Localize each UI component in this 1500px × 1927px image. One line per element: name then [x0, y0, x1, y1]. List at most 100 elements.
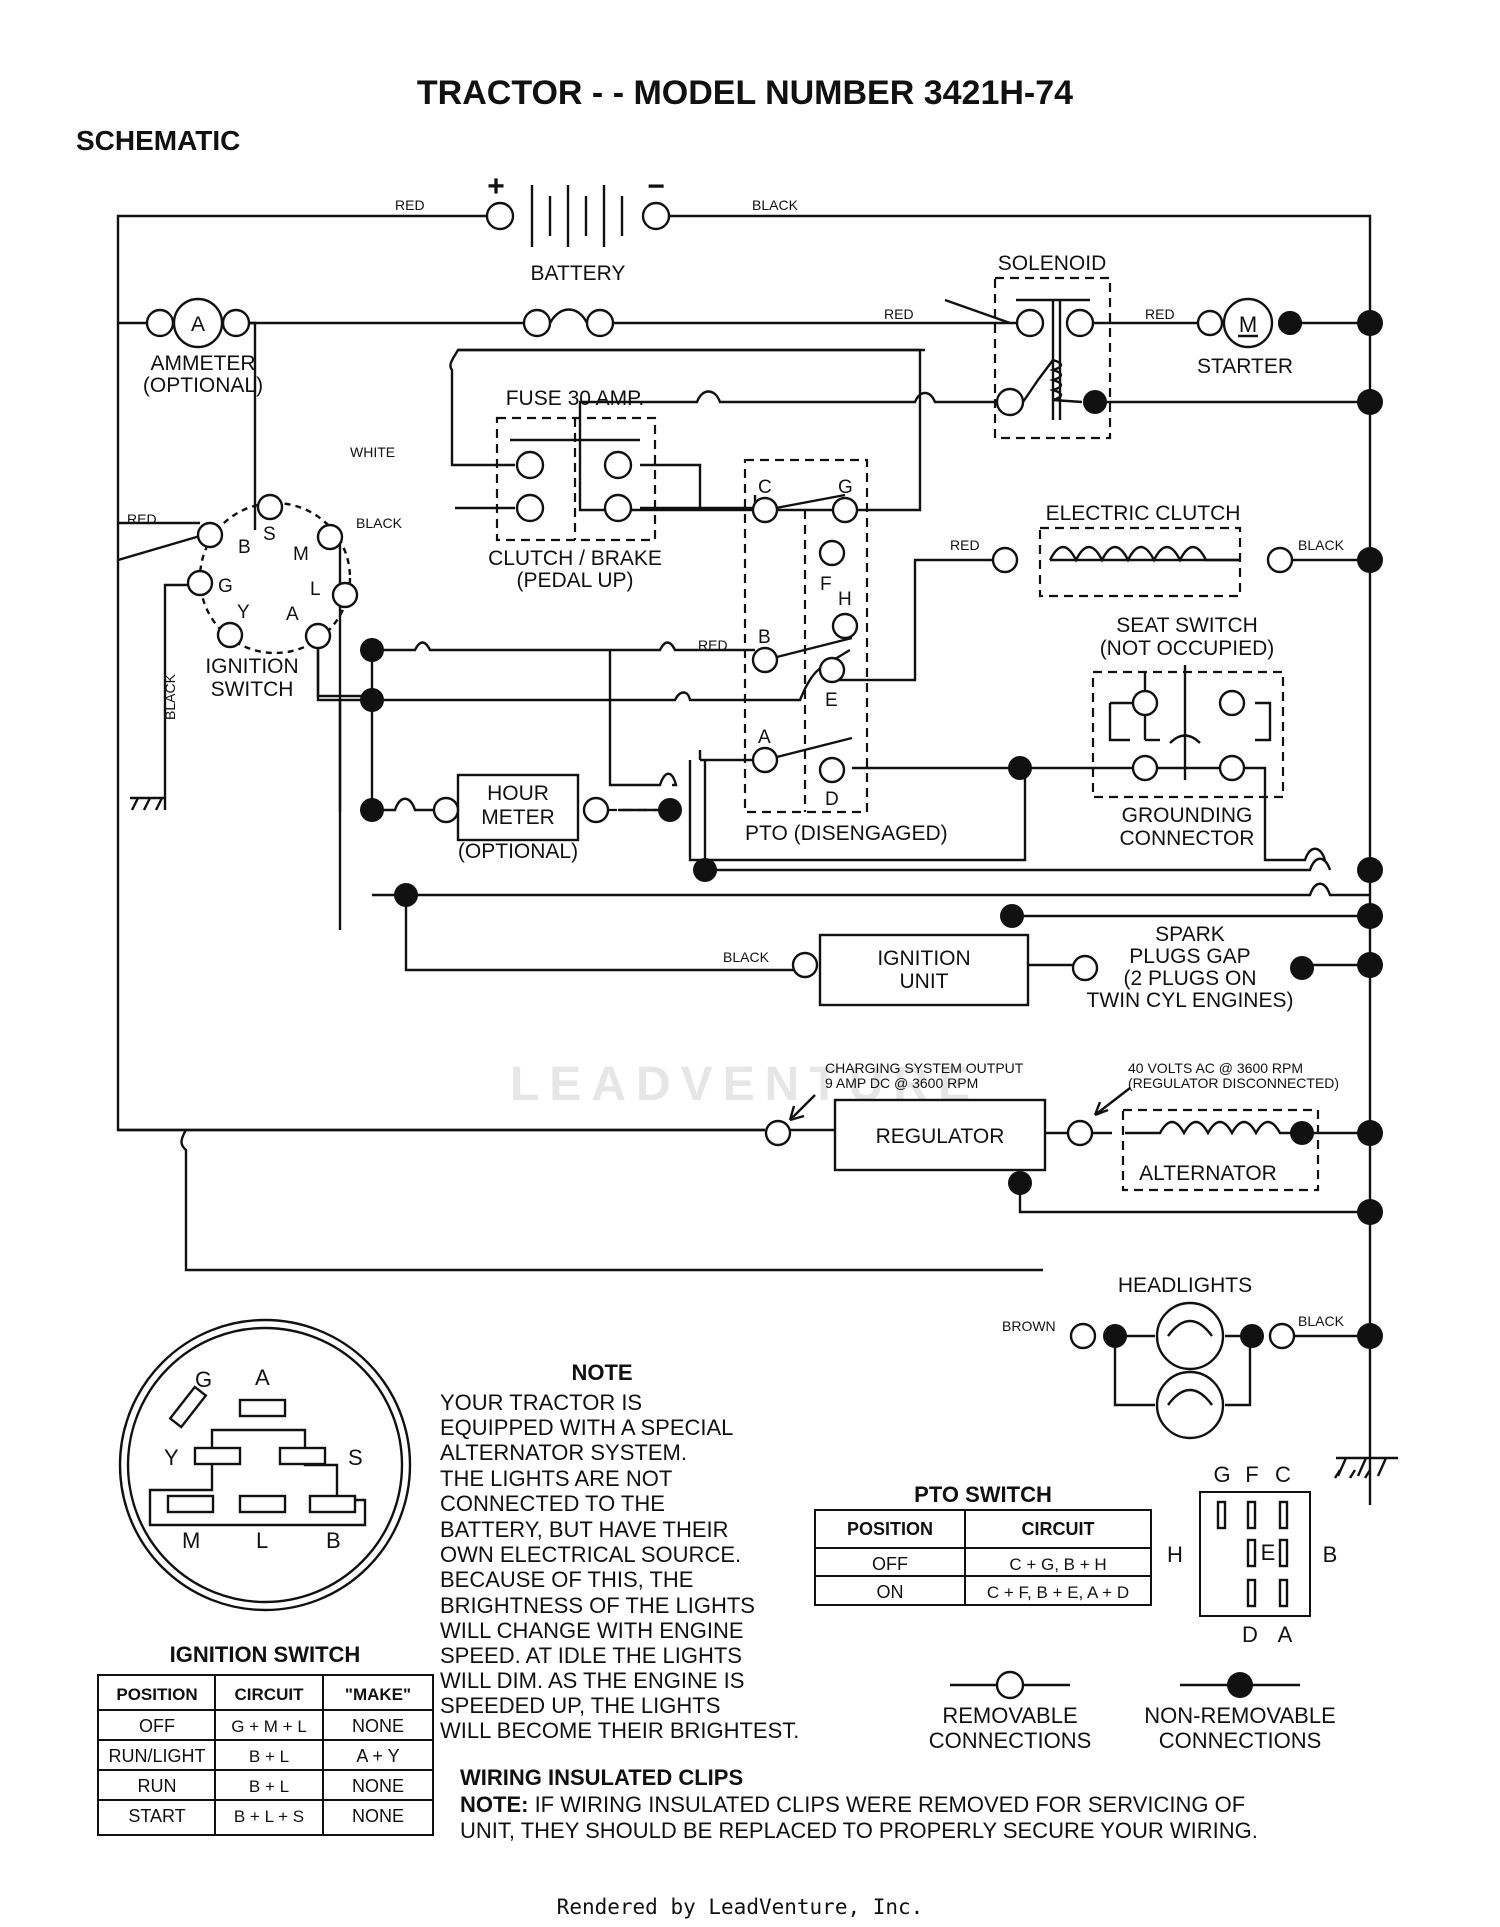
ign-table-cell: RUN — [138, 1776, 177, 1796]
ign-table-cell: NONE — [352, 1716, 404, 1736]
ign-detail-y: Y — [164, 1445, 179, 1470]
ign-table-header-make: "MAKE" — [345, 1685, 411, 1704]
clips-title: WIRING INSULATED CLIPS — [460, 1765, 743, 1790]
headlight-brown-wire-label: BROWN — [1002, 1318, 1056, 1334]
headlight-black-wire-label: BLACK — [1298, 1313, 1345, 1329]
ign-table-header-circuit: CIRCUIT — [235, 1685, 305, 1704]
solenoid-label: SOLENOID — [998, 252, 1107, 275]
solenoid-red-wire-label: RED — [884, 306, 914, 322]
ign-table-cell: A + Y — [356, 1746, 399, 1766]
legend: REMOVABLE CONNECTIONS NON-REMOVABLE CONN… — [929, 1670, 1336, 1753]
ignition-switch-label-1: IGNITION — [205, 655, 298, 678]
connector-label: CONNECTOR — [1120, 827, 1255, 850]
note-line: BECAUSE OF THIS, THE — [440, 1567, 693, 1592]
note-line: WILL BECOME THEIR BRIGHTEST. — [440, 1718, 799, 1743]
ignition-unit: IGNITION UNIT — [791, 933, 1099, 1007]
pto-detail-c: C — [1275, 1462, 1291, 1487]
clutch-brake-switch: FUSE 30 AMP. CLUTCH / BRAKE (PEDAL UP) — [488, 387, 662, 592]
note-line: WILL CHANGE WITH ENGINE — [440, 1618, 744, 1643]
legend-non-removable-1: NON-REMOVABLE — [1144, 1703, 1336, 1728]
pto-detail-b: B — [1323, 1542, 1338, 1567]
ign-table-cell: G + M + L — [231, 1717, 307, 1736]
ign-pin-l: L — [310, 579, 321, 600]
note-line: THE LIGHTS ARE NOT — [440, 1466, 672, 1491]
clutch-brake-label: CLUTCH / BRAKE — [488, 547, 662, 570]
battery-minus-sign: − — [647, 170, 665, 203]
battery-black-wire-label: BLACK — [752, 197, 799, 213]
volts-label-1: 40 VOLTS AC @ 3600 RPM — [1128, 1060, 1303, 1076]
ign-pin-m: M — [293, 544, 309, 565]
regulator: REGULATOR CHARGING SYSTEM OUTPUT 9 AMP D… — [764, 1060, 1339, 1172]
battery-negative-terminal — [641, 201, 671, 231]
ign-detail-g: G — [195, 1367, 212, 1392]
starter-motor: M STARTER — [1196, 297, 1302, 378]
ammeter-label: AMMETER — [151, 352, 256, 375]
spark-plugs: SPARK PLUGS GAP (2 PLUGS ON TWIN CYL ENG… — [1087, 923, 1314, 1012]
pto-pin-g: G — [838, 477, 853, 498]
alternator: ALTERNATOR — [1008, 1108, 1320, 1195]
note-line: OWN ELECTRICAL SOURCE. — [440, 1542, 741, 1567]
ignunit-black-wire-label: BLACK — [723, 949, 770, 965]
ground-symbol-right — [1336, 1456, 1398, 1477]
pto-detail-h: H — [1167, 1542, 1183, 1567]
note-line: ALTERNATOR SYSTEM. — [440, 1440, 687, 1465]
ign-table-cell: OFF — [139, 1716, 175, 1736]
ammeter-optional-label: (OPTIONAL) — [143, 374, 263, 397]
hour-meter-label-2: METER — [481, 806, 555, 829]
pto-pin-e: E — [825, 690, 838, 711]
pto-table-cell: C + G, B + H — [1009, 1555, 1106, 1574]
pto-detail-a: A — [1278, 1622, 1293, 1647]
pto-switch-detail: G F C H B D A E — [1167, 1462, 1337, 1647]
volts-label-2: (REGULATOR DISCONNECTED) — [1128, 1075, 1339, 1091]
hour-meter-optional-label: (OPTIONAL) — [458, 840, 578, 863]
ign-pin-b: B — [238, 537, 251, 558]
ammeter: A AMMETER (OPTIONAL) — [143, 297, 263, 397]
legend-non-removable-2: CONNECTIONS — [1159, 1728, 1322, 1753]
page-subtitle: SCHEMATIC — [76, 125, 240, 156]
pto-detail-f: F — [1245, 1462, 1258, 1487]
alternator-label: ALTERNATOR — [1139, 1162, 1277, 1185]
pto-detail-g: G — [1213, 1462, 1230, 1487]
note-line: BRIGHTNESS OF THE LIGHTS — [440, 1593, 755, 1618]
starter-m-label: M — [1239, 312, 1257, 337]
ign-table-cell: NONE — [352, 1776, 404, 1796]
note-line: YOUR TRACTOR IS — [440, 1390, 642, 1415]
clips-note: WIRING INSULATED CLIPS NOTE: IF WIRING I… — [460, 1765, 1258, 1843]
ign-a-wire — [316, 648, 372, 698]
legend-removable-1: REMOVABLE — [942, 1703, 1077, 1728]
ign-pin-g: G — [218, 576, 233, 597]
ignition-unit-label-1: IGNITION — [877, 947, 970, 970]
pto-detail-d: D — [1242, 1622, 1258, 1647]
pto-pin-h: H — [838, 589, 852, 610]
pto-label: PTO (DISENGAGED) — [745, 822, 948, 845]
seat-switch-label: SEAT SWITCH — [1116, 614, 1258, 637]
seat-switch: SEAT SWITCH (NOT OCCUPIED) GROUNDING CON… — [1091, 614, 1285, 850]
pto-pin-c: C — [758, 477, 772, 498]
clips-line-2: UNIT, THEY SHOULD BE REPLACED TO PROPERL… — [460, 1818, 1258, 1843]
legend-removable-2: CONNECTIONS — [929, 1728, 1092, 1753]
ignition-switch-label-2: SWITCH — [211, 678, 294, 701]
page-title: TRACTOR - - MODEL NUMBER 3421H-74 — [417, 74, 1073, 112]
pto-pin-f: F — [820, 574, 832, 595]
ign-table-header-position: POSITION — [116, 1685, 197, 1704]
ign-pin-y: Y — [237, 602, 250, 623]
ignition-unit-label-2: UNIT — [900, 970, 949, 993]
pto-pin-a: A — [758, 727, 771, 748]
starter-red-wire-label: RED — [1145, 306, 1175, 322]
seat-not-occupied-label: (NOT OCCUPIED) — [1100, 637, 1275, 660]
note-line: BATTERY, BUT HAVE THEIR — [440, 1517, 729, 1542]
note-line: SPEED. AT IDLE THE LIGHTS — [440, 1643, 742, 1668]
note-line: WILL DIM. AS THE ENGINE IS — [440, 1668, 744, 1693]
ign-table-cell: NONE — [352, 1806, 404, 1826]
charging-label-2: 9 AMP DC @ 3600 RPM — [825, 1075, 978, 1091]
note-block: NOTE YOUR TRACTOR IS EQUIPPED WITH A SPE… — [440, 1360, 799, 1743]
pto-table-header-position: POSITION — [847, 1519, 933, 1539]
solenoid: SOLENOID — [993, 252, 1112, 440]
pedal-up-label: (PEDAL UP) — [516, 569, 633, 592]
ignition-switch-detail: G A Y S M L B IGNITION SWITCH POSITION C… — [97, 1318, 434, 1836]
hour-meter-label-1: HOUR — [487, 782, 549, 805]
electric-clutch-label: ELECTRIC CLUTCH — [1046, 502, 1241, 525]
ign-table-cell: B + L + S — [234, 1807, 304, 1826]
starter-label: STARTER — [1197, 355, 1293, 378]
